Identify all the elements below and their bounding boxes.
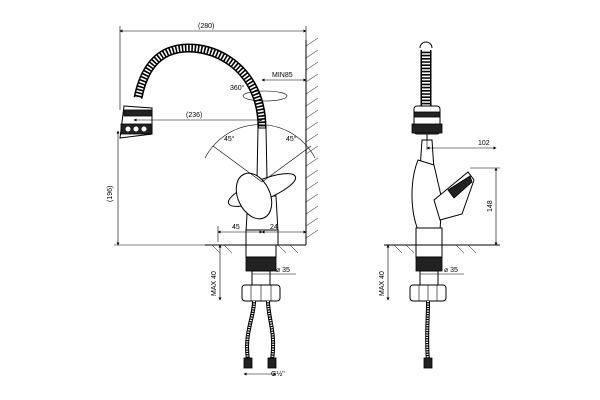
flexible-spout: [133, 43, 267, 129]
dim-total-reach: (280): [119, 23, 307, 110]
dim-left-offset-label: 45: [232, 224, 240, 231]
spray-head: [119, 105, 153, 139]
dim-handle-reach: 102: [426, 138, 497, 150]
dim-handle-reach-label: 102: [478, 140, 490, 147]
dim-height-label: (196): [107, 186, 114, 202]
dim-rotation: 360°: [230, 84, 288, 102]
dim-spout-reach-label: (236): [186, 112, 202, 119]
dim-min-wall-label: MIN85: [272, 72, 293, 79]
dim-hole-front-label: ⌀ 35: [276, 267, 290, 274]
faucet-body-side: [411, 139, 475, 246]
dim-angle-left-label: 45°: [224, 135, 235, 143]
dim-hole-side: ⌀ 35: [420, 267, 464, 275]
dim-max-deck-front: MAX 40: [211, 244, 222, 301]
dim-thread-label: G½": [271, 370, 285, 378]
dim-thread: G½": [243, 370, 285, 378]
dim-max-deck-side-label: MAX 40: [379, 271, 386, 296]
dim-hole-side-label: ⌀ 35: [444, 267, 458, 274]
dim-handle-height-label: 148: [487, 200, 494, 212]
dim-total-reach-label: (280): [198, 23, 214, 30]
dim-max-deck-side: MAX 40: [379, 244, 390, 301]
faucet-body-front: [227, 127, 297, 246]
dim-offsets: 45 24: [217, 224, 307, 242]
dim-spout-reach: (236): [133, 112, 263, 122]
side-hose: [419, 41, 433, 108]
dim-max-deck-front-label: MAX 40: [211, 271, 218, 296]
dim-height: (196): [107, 130, 205, 246]
side-view: 102 148 MAX 40 ⌀ 35: [379, 41, 500, 369]
dim-right-offset-label: 24: [270, 224, 278, 231]
dim-angle-right-label: 45°: [286, 135, 297, 143]
supply-hoses-side: [423, 300, 433, 369]
front-view: (280) (236) MIN85 360° 45° 45°: [107, 23, 319, 378]
dim-hole-front: ⌀ 35: [252, 267, 296, 275]
mount-front: [241, 244, 281, 302]
wall-hatching: [305, 37, 319, 245]
side-spray-head: [411, 105, 443, 140]
dim-angles: 45° 45°: [204, 124, 316, 183]
supply-hoses-front: [243, 300, 277, 369]
dim-rotation-label: 360°: [230, 84, 245, 92]
dim-handle-height: 148: [470, 167, 500, 246]
mount-side: [409, 244, 447, 302]
dim-min-wall: MIN85: [261, 72, 307, 82]
